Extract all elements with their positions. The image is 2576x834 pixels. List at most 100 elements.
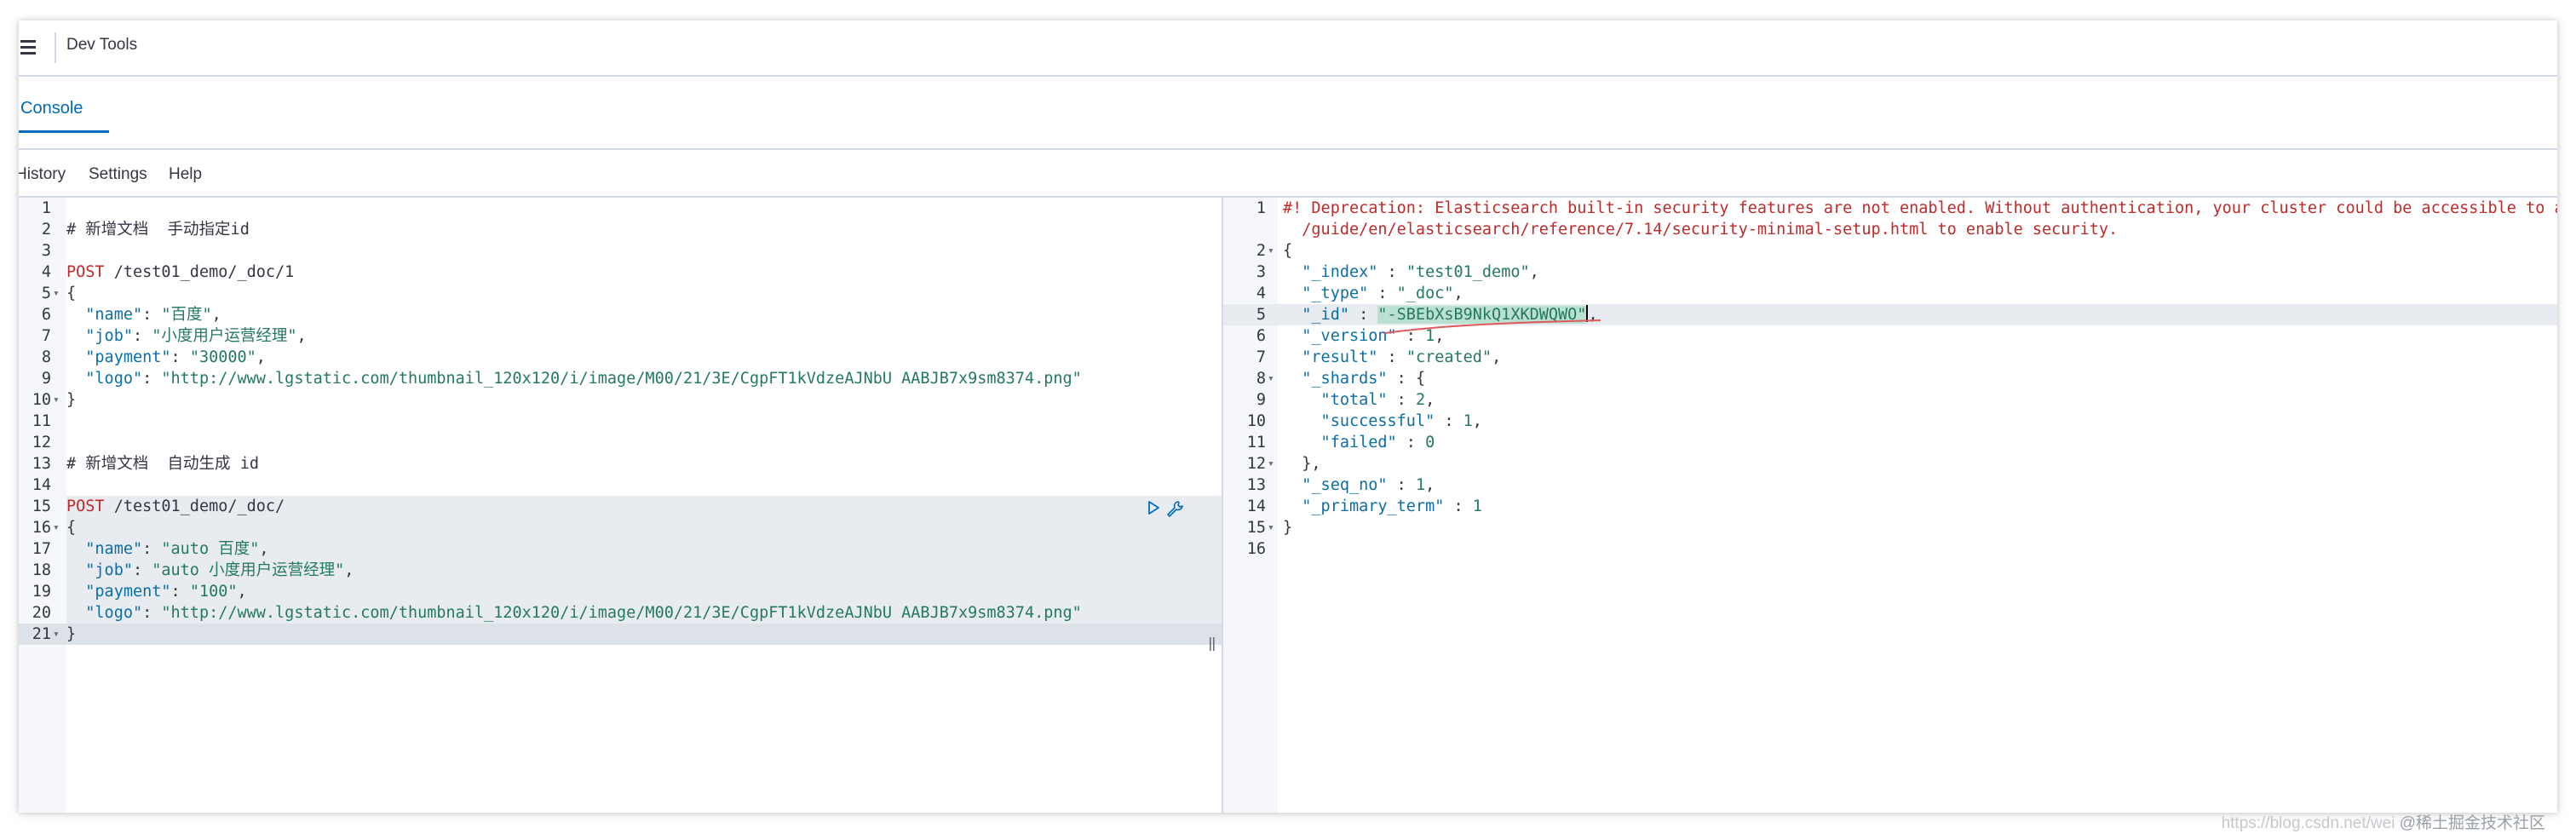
- request-gutter: [19, 198, 66, 813]
- request-line[interactable]: 10▾}: [19, 389, 1222, 411]
- response-viewer[interactable]: 1#! Deprecation: Elasticsearch built-in …: [1222, 198, 2557, 813]
- code-text: "payment": "100",: [66, 581, 246, 602]
- line-number: 12: [32, 434, 51, 452]
- response-line[interactable]: 5 "_id" : "-SBEbXsB9NkQ1XKDWQWO",: [1223, 304, 2557, 325]
- history-link[interactable]: History: [19, 165, 66, 183]
- request-line[interactable]: 16▾{: [19, 517, 1222, 538]
- request-line[interactable]: 12: [19, 432, 1222, 453]
- request-line[interactable]: 13# 新增文档 自动生成 id: [19, 453, 1222, 475]
- line-number: 12: [1246, 455, 1266, 473]
- token: "_doc": [1396, 285, 1454, 302]
- token: "name": [66, 540, 143, 558]
- token: :: [1396, 327, 1426, 345]
- token: {: [66, 285, 77, 302]
- fold-toggle-icon[interactable]: ▾: [53, 394, 60, 406]
- fold-toggle-icon[interactable]: ▾: [53, 628, 60, 641]
- token: "logo": [66, 370, 143, 388]
- response-line[interactable]: 6 "_version" : 1,: [1223, 325, 2557, 347]
- line-number: 11: [32, 412, 51, 430]
- token: 2: [1415, 391, 1426, 409]
- response-line[interactable]: 1#! Deprecation: Elasticsearch built-in …: [1223, 198, 2557, 219]
- response-line[interactable]: 16: [1223, 538, 2557, 560]
- response-line[interactable]: 8▾ "_shards" : {: [1223, 368, 2557, 389]
- response-line[interactable]: 11 "failed" : 0: [1223, 432, 2557, 453]
- play-icon[interactable]: [1145, 499, 1162, 516]
- dev-tools-window: Dev Tools Console History Settings Help …: [19, 20, 2557, 813]
- response-line[interactable]: 9 "total" : 2,: [1223, 389, 2557, 411]
- code-text: }: [66, 624, 76, 645]
- token: :: [142, 370, 162, 388]
- fold-toggle-icon[interactable]: ▾: [53, 521, 60, 534]
- line-number: 13: [1246, 476, 1266, 494]
- line-number: 5: [41, 285, 51, 302]
- token: :: [1377, 348, 1406, 366]
- selected-request-highlight: [66, 496, 1222, 624]
- request-line[interactable]: 21▾}: [19, 624, 1222, 645]
- token: :: [1435, 412, 1463, 430]
- token: "job": [66, 327, 133, 345]
- tab-console[interactable]: Console: [19, 90, 109, 133]
- fold-toggle-icon[interactable]: ▾: [1268, 372, 1274, 385]
- code-text: "result" : "created",: [1283, 347, 1501, 368]
- request-line[interactable]: 8 "payment": "30000",: [19, 347, 1222, 368]
- response-line[interactable]: 2▾{: [1223, 240, 2557, 262]
- token: 1: [1463, 412, 1473, 430]
- response-line[interactable]: 7 "result" : "created",: [1223, 347, 2557, 368]
- settings-link[interactable]: Settings: [89, 165, 147, 183]
- response-line[interactable]: 10 "successful" : 1,: [1223, 411, 2557, 432]
- request-line[interactable]: 18 "job": "auto 小度用户运营经理",: [19, 560, 1222, 581]
- token: "_version": [1283, 327, 1397, 345]
- line-number: 10: [1246, 412, 1266, 430]
- request-line[interactable]: 7 "job": "小度用户运营经理",: [19, 325, 1222, 347]
- fold-toggle-icon[interactable]: ▾: [53, 287, 60, 300]
- response-line[interactable]: 3 "_index" : "test01_demo",: [1223, 262, 2557, 283]
- code-text: "job": "auto 小度用户运营经理",: [66, 560, 354, 581]
- token: 0: [1425, 434, 1435, 452]
- token: :: [1444, 498, 1473, 515]
- code-text: {: [66, 283, 76, 304]
- code-text: "logo": "http://www.lgstatic.com/thumbna…: [66, 602, 1082, 624]
- token: "created": [1406, 348, 1492, 366]
- token: "auto 小度用户运营经理": [152, 561, 345, 579]
- request-line[interactable]: 17 "name": "auto 百度",: [19, 538, 1222, 560]
- token: }: [1283, 519, 1293, 537]
- response-line[interactable]: 12▾ },: [1223, 453, 2557, 475]
- response-line[interactable]: 13 "_seq_no" : 1,: [1223, 475, 2557, 496]
- response-line[interactable]: 14 "_primary_term" : 1: [1223, 496, 2557, 517]
- fold-toggle-icon[interactable]: ▾: [1268, 521, 1274, 534]
- line-number: 10: [32, 391, 51, 409]
- request-line[interactable]: 20 "logo": "http://www.lgstatic.com/thum…: [19, 602, 1222, 624]
- code-text: "payment": "30000",: [66, 347, 266, 368]
- request-line[interactable]: 2# 新增文档 手动指定id: [19, 219, 1222, 240]
- request-line[interactable]: 1: [19, 198, 1222, 219]
- request-line[interactable]: 5▾ {: [19, 283, 1222, 304]
- response-line[interactable]: 4 "_type" : "_doc",: [1223, 283, 2557, 304]
- request-line[interactable]: 19 "payment": "100",: [19, 581, 1222, 602]
- watermark: https://blog.csdn.net/wei @稀土掘金技术社区: [2222, 810, 2545, 833]
- line-number: 2: [41, 221, 51, 239]
- resize-handle-icon[interactable]: [1208, 636, 1216, 653]
- code-text: "total" : 2,: [1283, 389, 1435, 411]
- request-line[interactable]: 9 "logo": "http://www.lgstatic.com/thumb…: [19, 368, 1222, 389]
- token: "_seq_no": [1283, 476, 1388, 494]
- watermark-brand: @稀土掘金技术社区: [2399, 814, 2545, 832]
- code-text: "_version" : 1,: [1283, 325, 1444, 347]
- help-link[interactable]: Help: [169, 165, 203, 183]
- response-line[interactable]: 15▾}: [1223, 517, 2557, 538]
- token: ,: [259, 540, 269, 558]
- request-line[interactable]: 3: [19, 240, 1222, 262]
- request-line[interactable]: 6 "name": "百度",: [19, 304, 1222, 325]
- line-number: 14: [1246, 498, 1266, 515]
- fold-toggle-icon[interactable]: ▾: [1268, 457, 1274, 470]
- code-text: /guide/en/elasticsearch/reference/7.14/s…: [1283, 219, 2118, 240]
- request-line[interactable]: 11: [19, 411, 1222, 432]
- fold-toggle-icon[interactable]: ▾: [1268, 244, 1274, 257]
- token: :: [142, 306, 162, 324]
- menu-icon[interactable]: [19, 37, 37, 57]
- request-line[interactable]: 14: [19, 475, 1222, 496]
- wrench-icon[interactable]: [1165, 499, 1186, 518]
- response-line[interactable]: /guide/en/elasticsearch/reference/7.14/s…: [1223, 219, 2557, 240]
